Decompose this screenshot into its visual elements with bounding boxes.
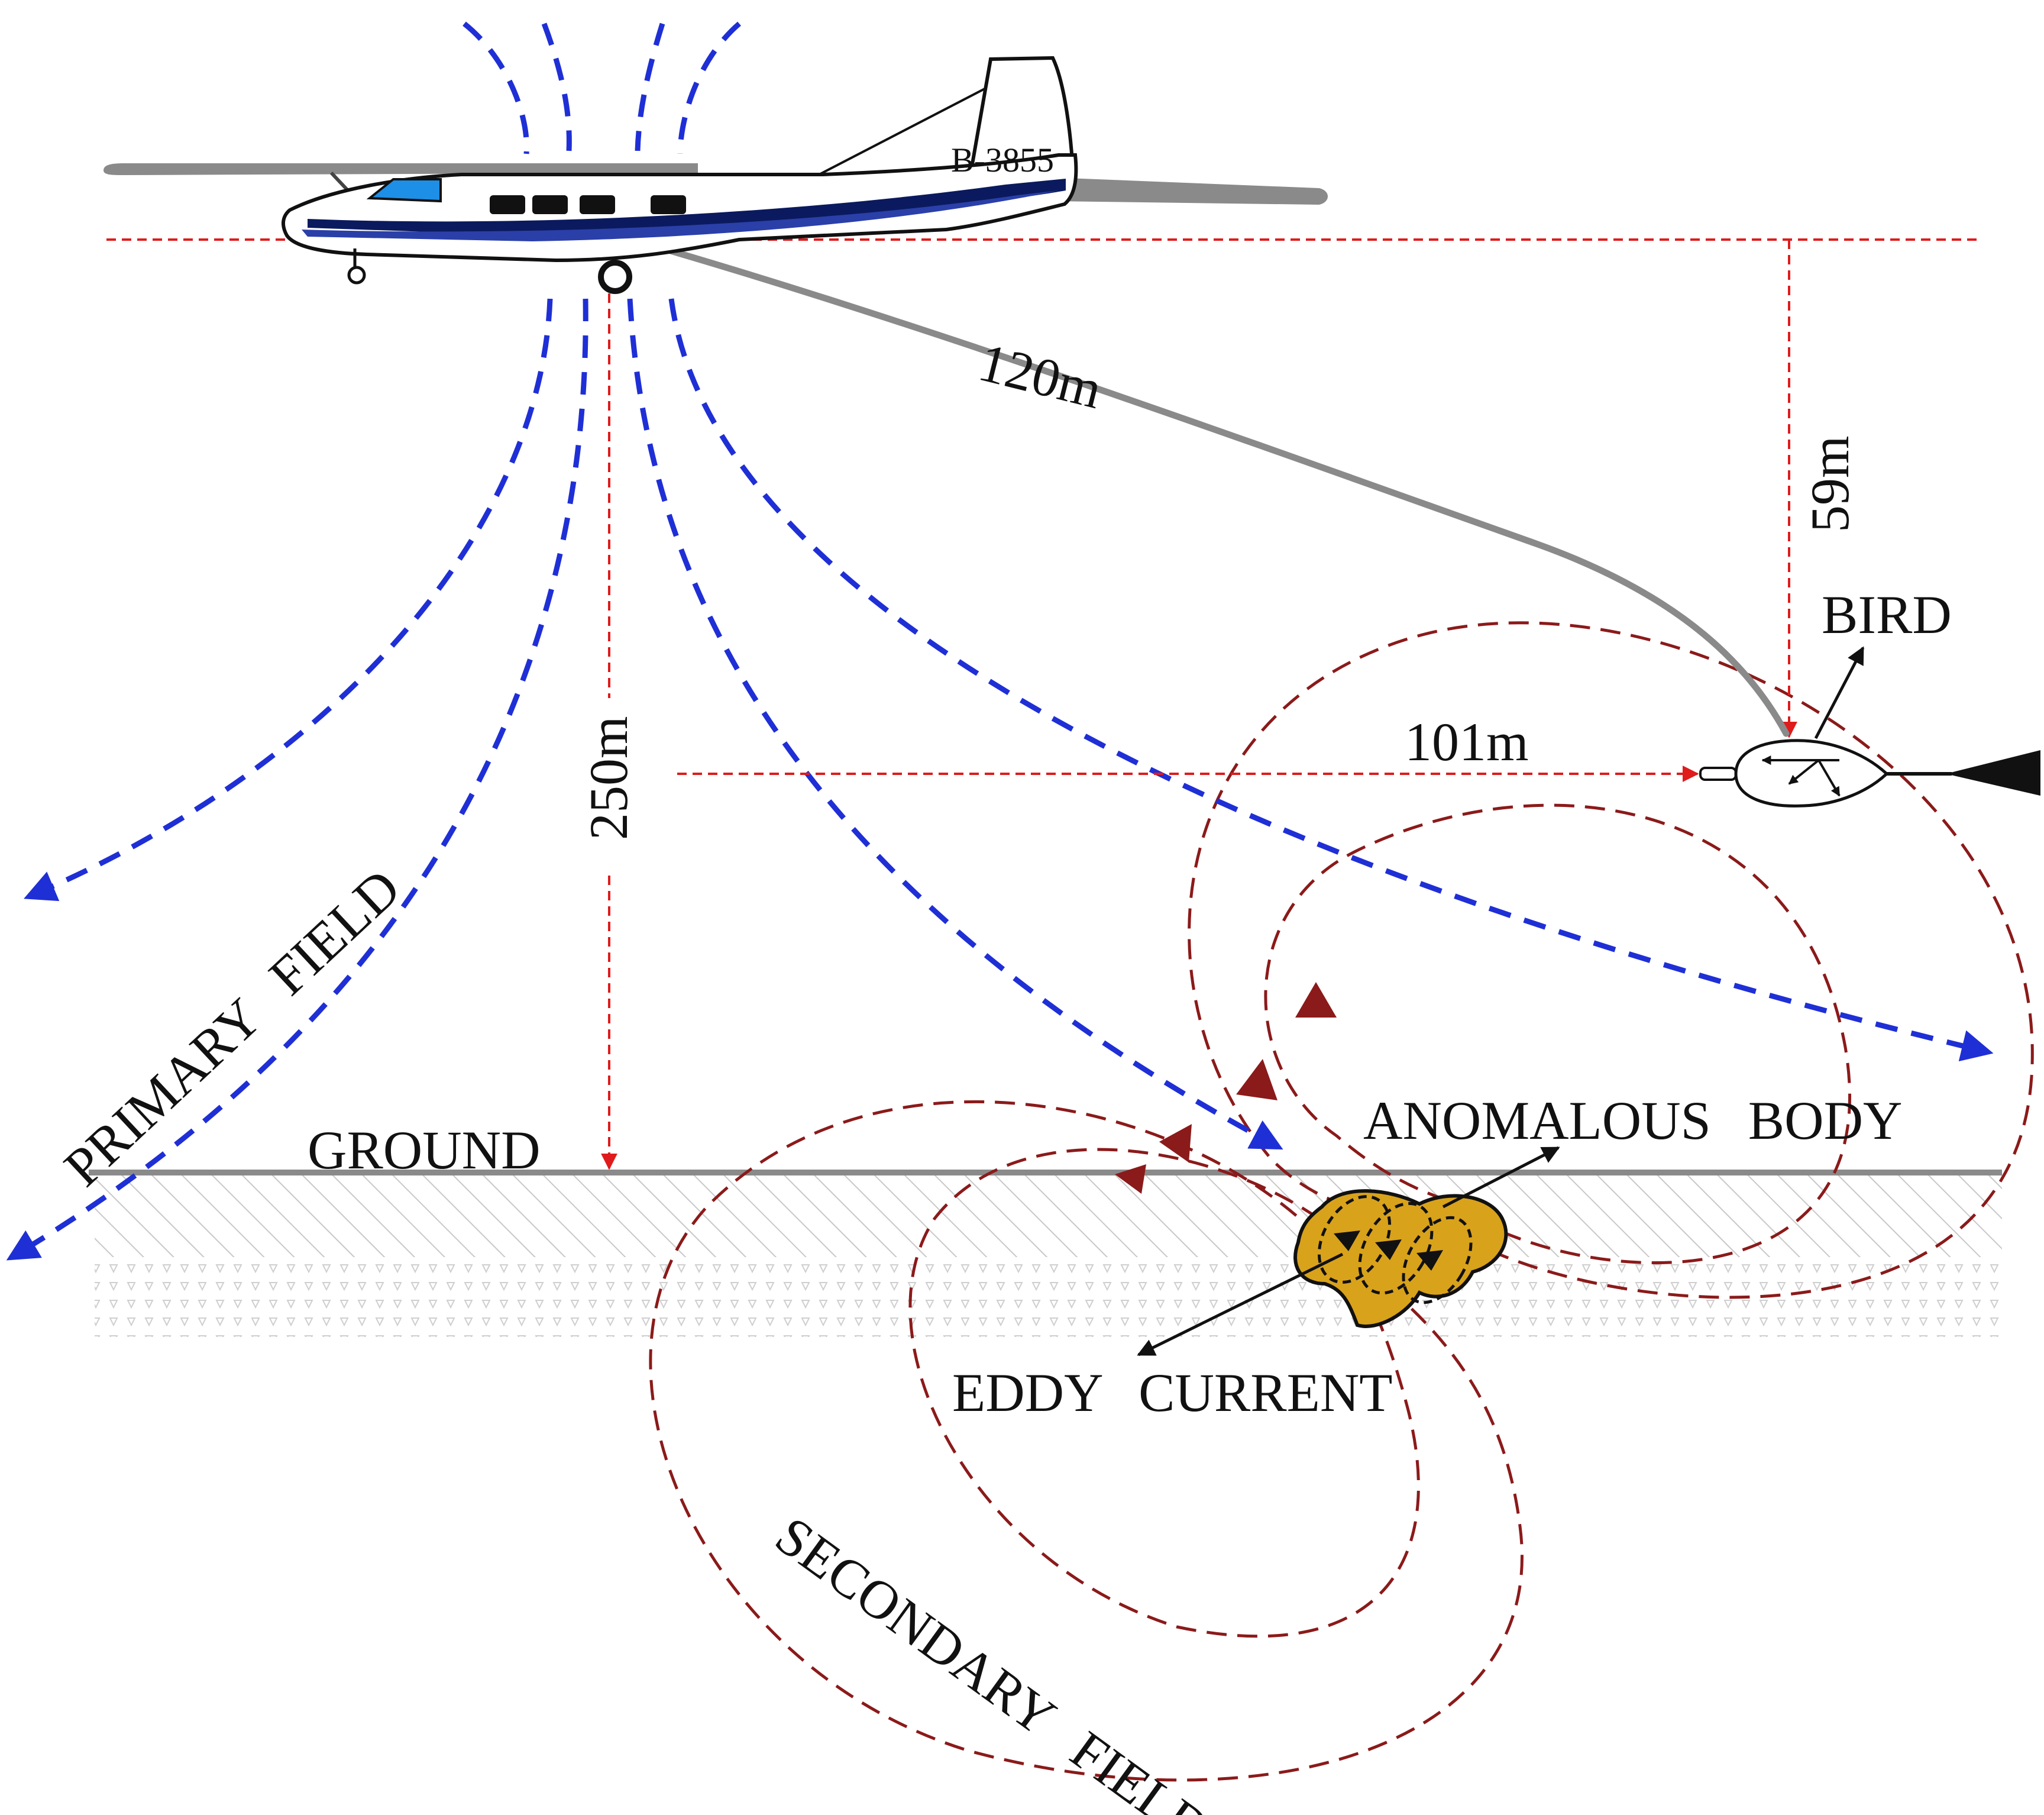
ground-layer bbox=[89, 1170, 2002, 1337]
eddy-loop-1 bbox=[1317, 1195, 1392, 1284]
aircraft-window-2 bbox=[532, 195, 568, 214]
eddy-current-loops bbox=[1317, 1195, 1473, 1304]
primary-top-1 bbox=[463, 21, 529, 154]
secondary-loop-upper-inner bbox=[1264, 803, 1851, 1265]
eddy-current-label: EDDY CURRENT bbox=[952, 1362, 1392, 1423]
primary-top-2 bbox=[541, 22, 572, 151]
towed-bird-icon bbox=[1699, 646, 2040, 808]
primary-field-lines bbox=[6, 21, 1994, 1261]
eddy-arrow-3 bbox=[1416, 1250, 1443, 1271]
cable-length-label: 120m bbox=[973, 331, 1108, 420]
primary-line-left-inner bbox=[6, 298, 588, 1261]
bird-label: BIRD bbox=[1822, 584, 1952, 645]
eddy-current-arrows bbox=[1334, 1231, 1443, 1271]
secondary-field-lines bbox=[649, 621, 2034, 1782]
secondary-arrow-4 bbox=[1115, 1164, 1146, 1194]
aircraft-tow-hook bbox=[598, 260, 632, 294]
eddy-loop-2 bbox=[1358, 1202, 1434, 1295]
secondary-arrow-2 bbox=[1236, 1059, 1278, 1100]
ground-label: GROUND bbox=[308, 1120, 541, 1180]
aircraft-wing bbox=[104, 163, 698, 175]
primary-top-3 bbox=[635, 22, 665, 151]
primary-line-right-inner bbox=[627, 298, 1283, 1150]
secondary-loop-upper-outer bbox=[1188, 621, 2034, 1299]
ground-hatch bbox=[95, 1173, 2002, 1257]
anomalous-body-pointer bbox=[1442, 1146, 1560, 1209]
aircraft-tail-brace bbox=[819, 88, 985, 176]
aircraft-windshield bbox=[366, 178, 442, 203]
airplane-icon: B-3855 bbox=[104, 56, 1328, 294]
bird-body bbox=[1734, 739, 1889, 808]
bird-tail-fin bbox=[1946, 750, 2040, 796]
bird-nose bbox=[1699, 767, 1737, 781]
aircraft-stripe-blue bbox=[302, 190, 1059, 241]
tow-cable bbox=[659, 245, 1790, 737]
eddy-arrow-2 bbox=[1375, 1239, 1402, 1260]
aircraft-stabilizer bbox=[1053, 177, 1328, 205]
aircraft-window-3 bbox=[580, 195, 615, 214]
bird-height-label: 59m bbox=[1800, 435, 1860, 532]
plane-height-label: 250m bbox=[578, 716, 639, 840]
aircraft-stripe-dark bbox=[308, 179, 1066, 235]
ore-body-icon bbox=[1137, 1146, 1560, 1357]
primary-top-4 bbox=[677, 21, 741, 154]
anomalous-body-label: ANOMALOUS BODY bbox=[1363, 1090, 1902, 1151]
bird-axis-y bbox=[1817, 759, 1841, 797]
eddy-arrow-1 bbox=[1334, 1231, 1360, 1251]
aircraft-window-1 bbox=[490, 195, 525, 214]
secondary-field-arrows bbox=[1115, 982, 1337, 1194]
bird-label-pointer bbox=[1814, 646, 1865, 739]
secondary-loop-lower-inner bbox=[908, 1148, 1420, 1638]
aircraft-nose-wheel bbox=[347, 266, 366, 285]
aircraft-registration: B-3855 bbox=[951, 141, 1054, 179]
primary-line-right-outer bbox=[668, 298, 1994, 1062]
eddy-current-pointer bbox=[1137, 1252, 1344, 1357]
secondary-arrow-1 bbox=[1295, 982, 1337, 1018]
secondary-field-label: SECONDARY FIELD bbox=[765, 1505, 1220, 1815]
bird-offset-label: 101m bbox=[1405, 712, 1529, 772]
eddy-loop-3 bbox=[1402, 1216, 1473, 1304]
secondary-arrow-3 bbox=[1159, 1124, 1192, 1162]
diagram-labels: 120m 59m BIRD 101m 250m PRIMARY FIELD GR… bbox=[53, 331, 1952, 1815]
secondary-loop-lower-outer bbox=[649, 1100, 1524, 1782]
bird-axis-z bbox=[1788, 759, 1820, 785]
aircraft-window-4 bbox=[651, 195, 686, 214]
primary-line-left-outer bbox=[24, 298, 553, 902]
